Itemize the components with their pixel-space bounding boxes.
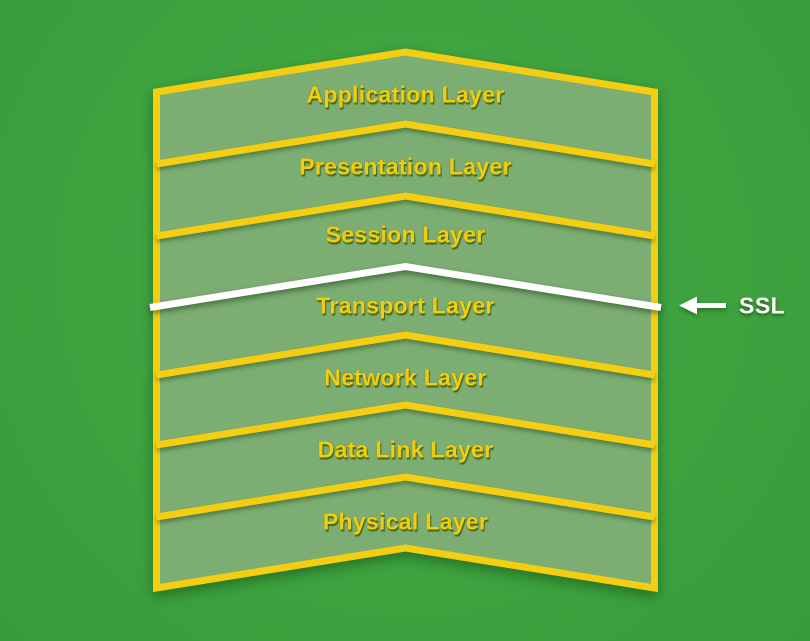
divider-application-presentation (155, 120, 656, 168)
divider-transport-network (155, 331, 656, 379)
left-arrow-icon (679, 296, 726, 315)
layer-label-network: Network Layer (324, 364, 487, 391)
layer-label-datalink: Data Link Layer (317, 436, 494, 463)
layer-label-application: Application Layer (306, 81, 505, 108)
osi-stack-outline (153, 48, 658, 593)
divider-datalink-physical (155, 473, 656, 521)
ssl-boundary-line (149, 262, 662, 311)
layer-label-transport: Transport Layer (316, 292, 495, 319)
layer-label-session: Session Layer (325, 221, 486, 248)
ssl-annotation-label: SSL (739, 292, 786, 319)
layer-label-presentation: Presentation Layer (299, 153, 512, 180)
layer-label-physical: Physical Layer (322, 508, 489, 535)
divider-presentation-session (155, 192, 656, 240)
divider-network-datalink (155, 401, 656, 449)
